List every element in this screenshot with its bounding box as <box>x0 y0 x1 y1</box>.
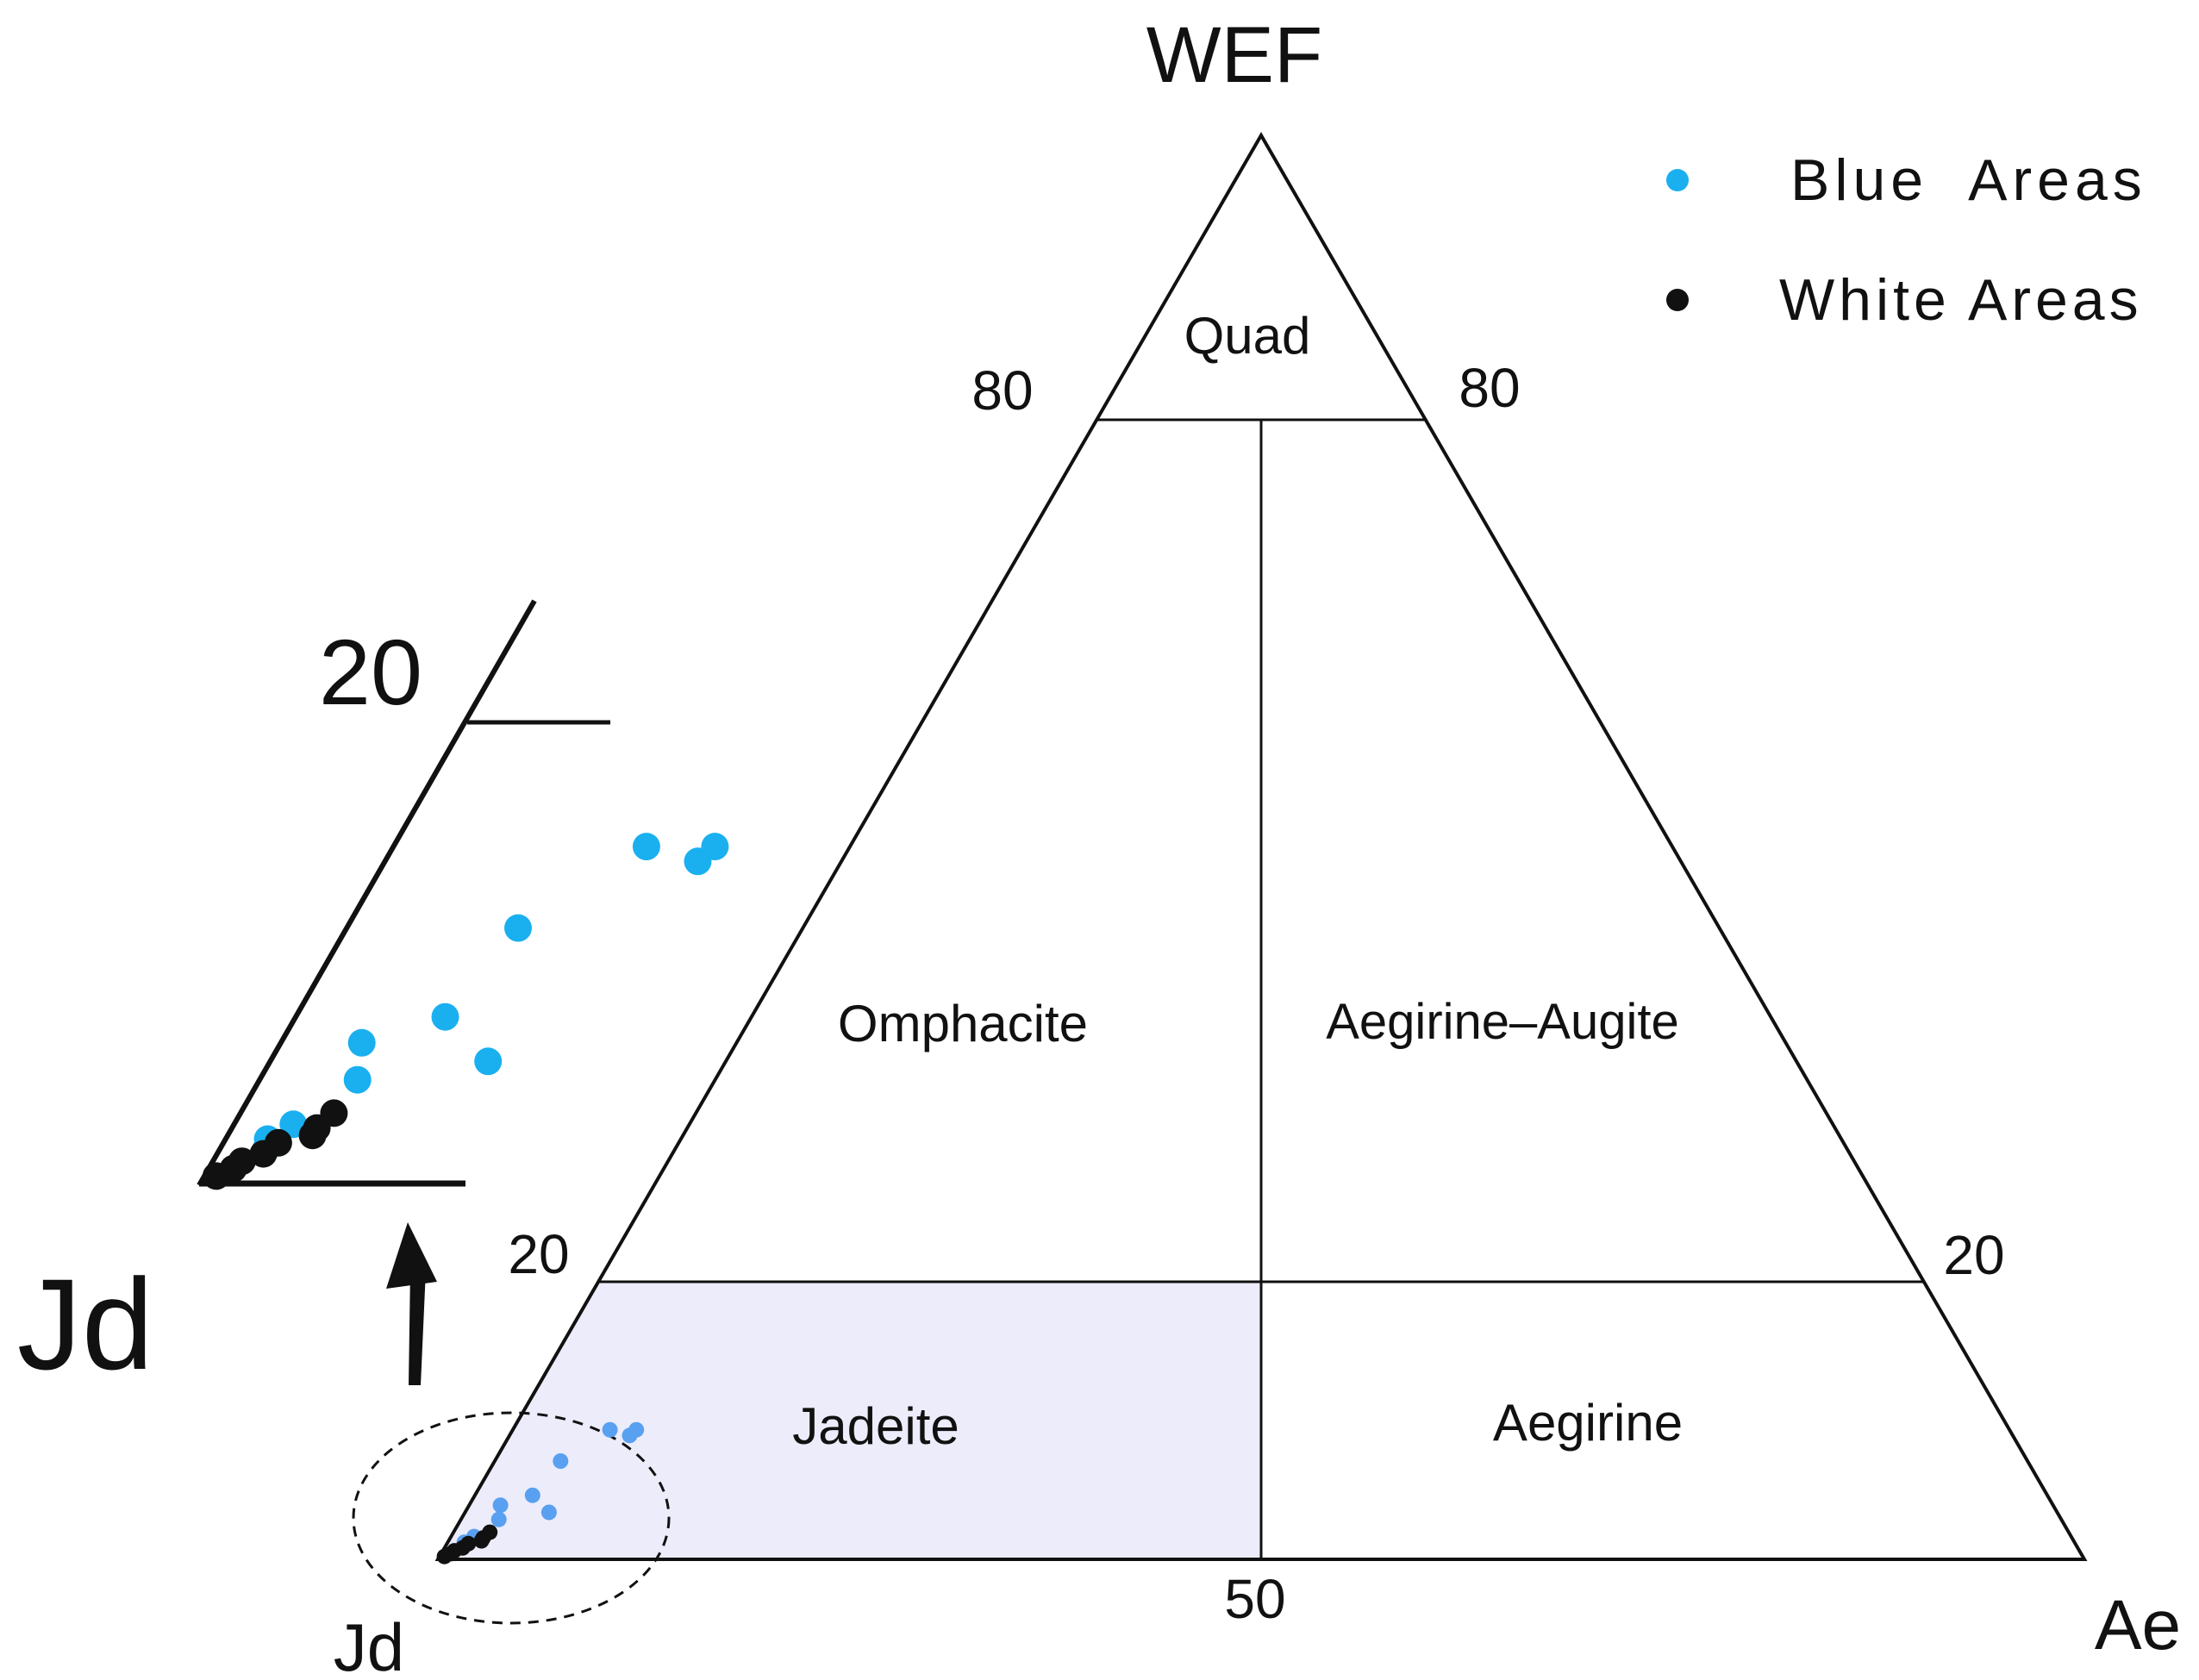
inset-blue-areas-point <box>343 1065 372 1094</box>
inset-blue-areas-point <box>431 1002 459 1031</box>
field-label-aegirine-augite: Aegirine–Augite <box>1326 994 1679 1050</box>
tick-label-bottom-50: 50 <box>1224 1568 1285 1630</box>
arrow-to-inset-icon <box>386 1222 437 1385</box>
blue-areas-point <box>602 1421 618 1438</box>
inset-blue-areas-point <box>504 914 532 942</box>
inset-tick-label-20: 20 <box>319 620 422 724</box>
field-label-quad: Quad <box>1184 307 1311 365</box>
field-label-omphacite: Omphacite <box>838 995 1088 1052</box>
blue-areas-point <box>540 1504 557 1521</box>
inset-white-areas-point <box>298 1121 327 1150</box>
blue-areas-point <box>628 1421 645 1438</box>
field-label-aegirine: Aegirine <box>1493 1394 1683 1452</box>
legend-marker-white-areas <box>1666 289 1689 311</box>
white-areas-point <box>436 1548 453 1564</box>
legend-label-blue-areas: Blue Areas <box>1790 147 2147 213</box>
legend: Blue Areas White Areas <box>1666 147 2147 333</box>
inset-blue-areas-point <box>474 1047 503 1076</box>
inset-blue-areas-point <box>701 833 729 861</box>
blue-areas-point <box>524 1487 540 1503</box>
tick-label-right-80: 80 <box>1459 357 1520 419</box>
apex-label-wef: WEF <box>1146 11 1322 99</box>
white-areas-point <box>473 1533 490 1549</box>
blue-areas-point <box>492 1497 509 1514</box>
inset-jd-wef-edge <box>197 599 537 1187</box>
jd-corner-highlight-ellipse <box>352 1411 671 1625</box>
inset-blue-areas-point <box>347 1028 376 1057</box>
inset-white-areas-point <box>249 1140 278 1168</box>
inset-white-areas-point <box>202 1162 230 1190</box>
tick-label-left-20: 20 <box>508 1223 569 1285</box>
legend-marker-blue-areas <box>1666 169 1689 191</box>
apex-label-ae: Ae <box>2095 1586 2181 1664</box>
tick-label-left-80: 80 <box>971 359 1033 422</box>
blue-areas-point <box>490 1511 507 1527</box>
inset-apex-label-jd: Jd <box>17 1252 153 1396</box>
blue-areas-point <box>553 1453 569 1469</box>
inset-blue-areas-point <box>632 833 660 861</box>
field-label-jadeite: Jadeite <box>792 1397 959 1455</box>
legend-label-white-areas: White Areas <box>1779 267 2143 333</box>
apex-label-jd: Jd <box>334 1609 404 1680</box>
tick-label-right-20: 20 <box>1943 1224 2004 1286</box>
jadeite-field-fill <box>438 1282 1261 1559</box>
main-data-points <box>436 1421 645 1564</box>
inset-enlargement: 20 Jd <box>17 599 729 1396</box>
inset-data-points <box>202 833 729 1190</box>
